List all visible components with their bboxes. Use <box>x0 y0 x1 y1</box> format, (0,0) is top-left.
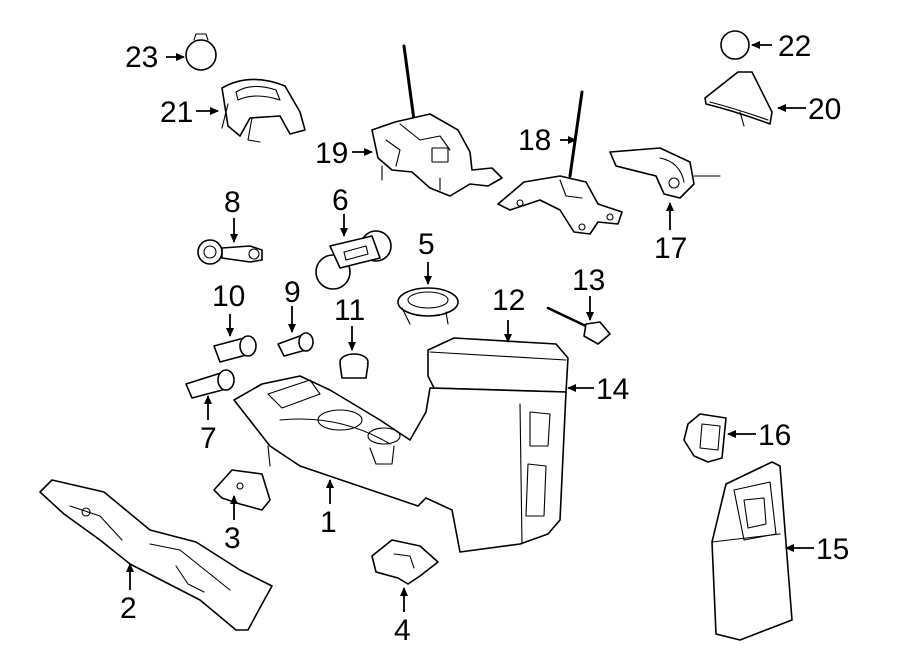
part-5-selector-ring <box>397 287 459 325</box>
part-8-switch <box>197 239 263 265</box>
callout-3: 3 <box>224 522 241 555</box>
callout-18: 18 <box>518 124 551 157</box>
callout-2: 2 <box>120 592 137 625</box>
part-4-bracket <box>371 539 439 585</box>
callout-15: 15 <box>816 533 849 566</box>
callout-14: 14 <box>596 373 629 406</box>
part-21-shifter-bezel <box>221 78 306 143</box>
callout-21: 21 <box>160 96 193 129</box>
callout-23: 23 <box>125 41 158 74</box>
part-12-armrest-lid <box>427 337 569 393</box>
part-16-switch <box>683 413 727 463</box>
callout-11: 11 <box>334 294 365 327</box>
part-1-center-console <box>233 375 567 553</box>
part-11-plug <box>339 353 369 379</box>
part-17-parking-brake-lever <box>609 147 721 199</box>
part-2-floor-bracket <box>39 479 273 631</box>
part-13-latch-rod <box>546 306 611 345</box>
part-10-power-outlet <box>213 335 257 363</box>
callout-8: 8 <box>224 186 241 219</box>
part-7-outlet <box>185 369 235 399</box>
callout-5: 5 <box>418 228 435 261</box>
callout-4: 4 <box>394 614 411 647</box>
callout-13: 13 <box>572 264 605 297</box>
part-18-shifter-manual <box>497 90 623 235</box>
part-15-rear-panel <box>711 461 793 641</box>
callout-17: 17 <box>654 232 687 265</box>
part-20-shift-boot <box>704 71 773 127</box>
part-23-shift-knob <box>185 33 217 71</box>
callout-1: 1 <box>320 506 337 539</box>
callout-20: 20 <box>808 93 841 126</box>
callout-6: 6 <box>332 184 349 217</box>
part-3-bracket <box>213 469 271 511</box>
callout-12: 12 <box>492 284 525 317</box>
part-6-cupholder-insert <box>315 230 392 290</box>
callout-7: 7 <box>200 422 217 455</box>
part-9-socket <box>277 332 314 357</box>
callout-19: 19 <box>315 137 348 170</box>
callout-9: 9 <box>284 276 301 309</box>
part-19-shifter-assembly <box>371 44 503 197</box>
callout-22: 22 <box>778 30 811 63</box>
part-22-knob <box>720 30 750 60</box>
callout-10: 10 <box>212 280 245 313</box>
callout-16: 16 <box>758 419 791 452</box>
